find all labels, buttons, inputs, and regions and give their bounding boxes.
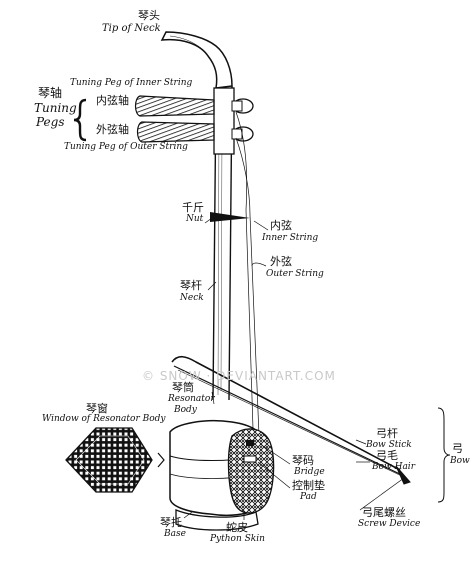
neck-label-en: Neck bbox=[180, 293, 204, 303]
bow-label-zh: 弓 bbox=[452, 442, 463, 455]
base-label-zh: 琴托 bbox=[160, 516, 182, 529]
pad-label-en: Pad bbox=[300, 492, 317, 502]
pad-label-zh: 控制垫 bbox=[292, 479, 325, 492]
resonator-label-en2: Body bbox=[174, 405, 197, 415]
window-label-en: Window of Resonator Body bbox=[42, 414, 166, 424]
nut-label-en: Nut bbox=[186, 214, 204, 224]
base-label-en: Base bbox=[164, 529, 186, 539]
strings bbox=[235, 111, 261, 461]
base bbox=[175, 509, 259, 531]
resonator-window bbox=[65, 427, 165, 493]
peg-outer-label-en: Tuning Peg of Outer String bbox=[64, 142, 188, 152]
screw-label-en: Screw Device bbox=[358, 519, 421, 529]
bridge-label-zh: 琴码 bbox=[292, 454, 314, 467]
resonator-body bbox=[169, 419, 275, 516]
inner-tuning-peg bbox=[134, 95, 254, 117]
pad bbox=[243, 455, 257, 463]
bow bbox=[171, 355, 411, 485]
nut-label-zh: 千斤 bbox=[182, 201, 204, 214]
inner-string-label-zh: 内弦 bbox=[270, 219, 292, 232]
inner-string-label-en: Inner String bbox=[262, 233, 319, 243]
bow-stick-label-zh: 弓杆 bbox=[376, 427, 398, 440]
peg-group-label-zh: 琴轴 bbox=[38, 86, 63, 100]
tip-label-zh: 琴头 bbox=[138, 9, 160, 22]
leader-lines bbox=[183, 217, 405, 520]
nut bbox=[210, 212, 250, 222]
screw-label-zh: 弓尾螺丝 bbox=[362, 506, 406, 519]
python-skin-label-zh: 蛇皮 bbox=[226, 521, 248, 534]
watermark: © SNOW · DEVIANTART.COM bbox=[142, 369, 336, 383]
bow-hair-label-en: Bow Hair bbox=[372, 462, 415, 472]
peg-inner-label-zh: 内弦轴 bbox=[96, 94, 129, 107]
bridge-label-en: Bridge bbox=[294, 467, 325, 477]
tip-label-en: Tip of Neck bbox=[102, 23, 161, 34]
python-skin-label-en: Python Skin bbox=[210, 534, 265, 544]
neck-label-zh: 琴杆 bbox=[180, 279, 202, 292]
python-skin bbox=[227, 428, 275, 514]
outer-string-label-en: Outer String bbox=[266, 269, 324, 279]
peg-box bbox=[213, 87, 235, 155]
peg-group-label-en1: Tuning bbox=[34, 101, 77, 115]
outer-tuning-peg bbox=[136, 121, 254, 143]
peg-inner-label-en: Tuning Peg of Inner String bbox=[70, 78, 193, 88]
bow-label-en: Bow bbox=[450, 456, 470, 466]
resonator-label-en1: Resonator bbox=[168, 394, 215, 404]
outer-string-label-zh: 外弦 bbox=[270, 255, 292, 268]
bow-stick-label-en: Bow Stick bbox=[366, 440, 412, 450]
peg-group-label-en2: Pegs bbox=[36, 115, 65, 129]
bow-brace bbox=[437, 407, 451, 503]
peg-outer-label-zh: 外弦轴 bbox=[96, 123, 129, 136]
bow-hair-label-zh: 弓毛 bbox=[376, 449, 398, 462]
neck-tip bbox=[160, 31, 233, 89]
peg-brace bbox=[73, 98, 87, 142]
window-label-zh: 琴窗 bbox=[86, 402, 108, 415]
bridge bbox=[246, 440, 254, 446]
resonator-label-zh: 琴筒 bbox=[172, 381, 194, 394]
